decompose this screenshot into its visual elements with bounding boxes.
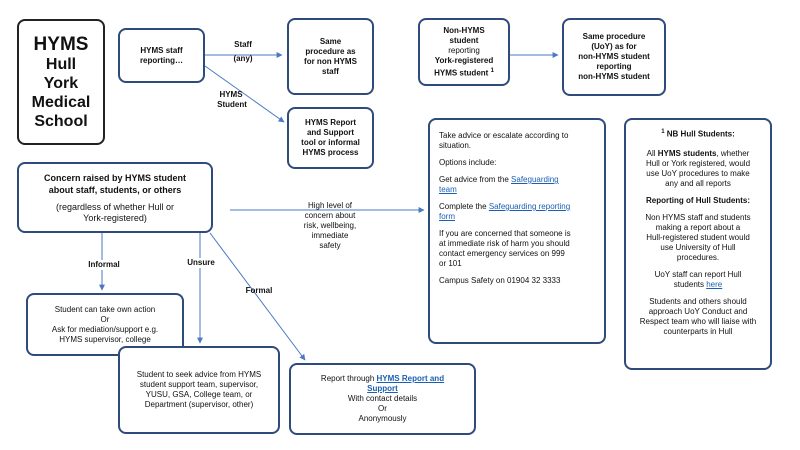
- hull-students-note-box: 1 NB Hull Students: All HYMS students, w…: [624, 118, 772, 370]
- edge-label-informal: Informal: [84, 260, 124, 270]
- hull-note-title: 1 NB Hull Students:: [661, 129, 735, 139]
- nonhyms-student-box: Non-HYMS student reporting York-register…: [418, 18, 510, 86]
- logo-line-york: York: [43, 74, 79, 92]
- seek-advice-box: Student to seek advice from HYMS student…: [118, 346, 280, 434]
- edge-label-unsure: Unsure: [184, 258, 218, 268]
- edge-label-staff: Staff: [234, 40, 252, 49]
- hyms-report-support-link-cont[interactable]: Support: [367, 384, 398, 393]
- own-action-box: Student can take own action Or Ask for m…: [26, 293, 184, 356]
- staff-reporting-box: HYMS staff reporting…: [118, 28, 205, 83]
- arrow-student-to-report-tool: [204, 65, 285, 123]
- logo-line-hull: Hull: [45, 55, 77, 73]
- safeguarding-form-link[interactable]: Safeguarding reporting: [488, 202, 571, 211]
- staff-reporting-line2: reporting…: [139, 55, 184, 65]
- concern-raised-box: Concern raised by HYMS student about sta…: [17, 162, 213, 233]
- safeguarding-team-link[interactable]: Safeguarding: [511, 175, 559, 184]
- same-procedure-staff-box: Same procedure as for non HYMS staff: [287, 18, 374, 95]
- edge-label-formal: Formal: [245, 286, 273, 295]
- logo-line-medical: Medical: [31, 93, 91, 111]
- logo-line-school: School: [34, 112, 88, 130]
- advice-campus-safety: Campus Safety on 01904 32 3333: [439, 276, 561, 285]
- edge-label-hyms: HYMS: [219, 90, 243, 99]
- edge-label-student: Student: [217, 100, 247, 109]
- logo-line-hyms: HYMS: [33, 33, 89, 55]
- same-procedure-uoy-box: Same procedure (UoY) as for non-HYMS stu…: [562, 18, 666, 96]
- advice-options: Options include:: [439, 158, 497, 167]
- arrow-formal: [209, 232, 306, 361]
- safeguarding-team-link-cont[interactable]: team: [439, 185, 457, 194]
- edge-label-high-concern: High level of concern about risk, wellbe…: [303, 201, 357, 250]
- safeguarding-form-link-cont[interactable]: form: [439, 212, 455, 221]
- edge-label-any: (any): [233, 54, 253, 63]
- hyms-report-support-link[interactable]: HYMS Report and: [376, 374, 445, 383]
- hull-report-here-link[interactable]: here: [706, 279, 723, 289]
- report-through-box: Report through HYMS Report and Support W…: [289, 363, 476, 435]
- hyms-report-tool-box: HYMS Report and Support tool or informal…: [287, 107, 374, 169]
- staff-reporting-line1: HYMS staff: [140, 45, 183, 55]
- hull-note-subtitle: Reporting of Hull Students:: [646, 195, 750, 205]
- hyms-logo-box: HYMS Hull York Medical School: [17, 19, 105, 145]
